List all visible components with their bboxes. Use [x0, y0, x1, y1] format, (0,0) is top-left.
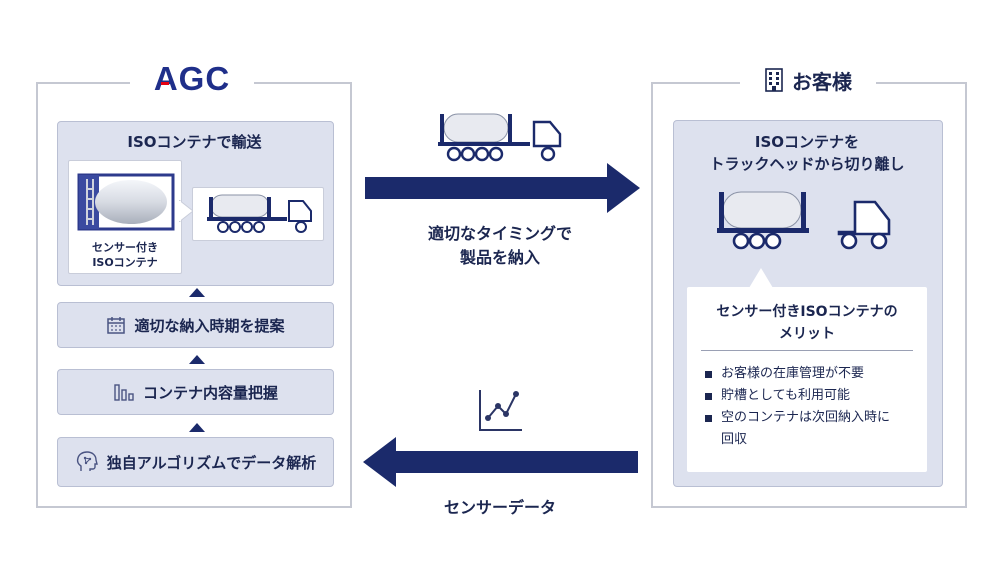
- merit-divider: [701, 350, 913, 351]
- container-caption-1: センサー付き: [92, 241, 158, 254]
- container-caption-2: ISOコンテナ: [92, 256, 158, 269]
- callout-pointer: [179, 200, 193, 222]
- step-3-label: 独自アルゴリズムでデータ解析: [106, 453, 317, 472]
- agc-logo-text: AGC: [153, 60, 231, 97]
- detach-title-2: トラックヘッドから切り離し: [709, 155, 905, 173]
- detach-title-1: ISOコンテナを: [754, 133, 860, 151]
- calendar-icon: [107, 317, 126, 334]
- transport-title: ISOコンテナで輸送: [127, 133, 262, 151]
- line-chart-icon: [479, 390, 522, 431]
- truck-head-icon: [837, 200, 891, 250]
- sensor-data-arrow: [363, 437, 638, 487]
- building-icon: [765, 68, 783, 92]
- customer-title: お客様: [792, 69, 852, 94]
- merit-item: 空のコンテナは次回納入時に: [701, 407, 921, 429]
- merit-list: お客様の在庫管理が不要 貯槽としても利用可能 空のコンテナは次回納入時に: [701, 363, 921, 429]
- step-1-label: 適切な納入時期を提案: [134, 316, 285, 335]
- merit-title-2: メリット: [779, 326, 835, 342]
- delivery-label-2: 製品を納入: [459, 248, 540, 267]
- step-propose-timing: 適切な納入時期を提案: [57, 302, 334, 348]
- iso-container-image: [77, 173, 175, 231]
- merit-box: センサー付きISOコンテナの メリット お客様の在庫管理が不要 貯槽としても利用…: [687, 287, 927, 472]
- step-analysis: 独自アルゴリズムでデータ解析: [57, 437, 334, 487]
- ai-head-icon: [76, 451, 98, 471]
- up-arrow-1: [189, 288, 205, 297]
- container-truck-icon: [207, 194, 312, 233]
- bar-chart-icon: [114, 384, 134, 401]
- truck-card: [192, 187, 324, 241]
- step-capacity: コンテナ内容量把握: [57, 369, 334, 415]
- merit-item: 貯槽としても利用可能: [701, 385, 921, 407]
- merit-item-continuation: 回収: [721, 432, 748, 447]
- delivery-arrow: [365, 163, 640, 213]
- delivery-truck-icon: [438, 113, 562, 162]
- up-arrow-2: [189, 355, 205, 364]
- sensor-container-card: センサー付き ISOコンテナ: [68, 160, 182, 274]
- detached-container-icon: [717, 191, 809, 250]
- logo-red-bar: [161, 82, 169, 85]
- step-2-label: コンテナ内容量把握: [142, 383, 278, 402]
- merit-title-1: センサー付きISOコンテナの: [716, 304, 898, 320]
- up-arrow-3: [189, 423, 205, 432]
- merit-item: お客様の在庫管理が不要: [701, 363, 921, 385]
- delivery-label-1: 適切なタイミングで: [427, 224, 572, 243]
- customer-header: お客様: [740, 62, 876, 98]
- sensor-data-label: センサーデータ: [443, 498, 556, 517]
- agc-logo: AGC: [130, 60, 254, 100]
- merit-callout-pointer: [749, 268, 773, 288]
